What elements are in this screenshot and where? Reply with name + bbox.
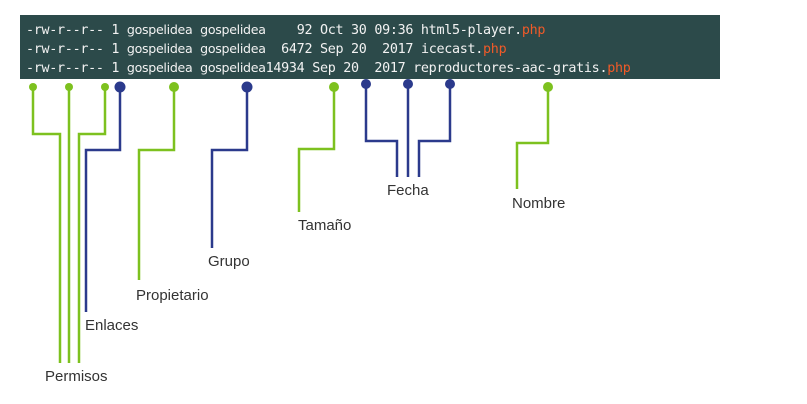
extension: php	[607, 61, 631, 76]
day: 20	[351, 42, 367, 57]
perms: -rw-r--r--	[26, 23, 104, 38]
time: 2017	[382, 42, 414, 57]
connector-grupo	[210, 87, 249, 248]
extension: php	[521, 23, 546, 38]
label-propietario: Propietario	[136, 287, 209, 304]
group: gospelidea	[200, 60, 266, 75]
dot-icon	[543, 82, 553, 92]
label-tamano: Tamaño	[298, 217, 352, 234]
label-enlaces: Enlaces	[85, 317, 139, 334]
dot-icon	[65, 83, 73, 91]
connector-fecha-1	[364, 84, 399, 177]
dot-icon	[241, 81, 253, 93]
label-grupo: Grupo	[208, 253, 250, 270]
dot-icon	[169, 82, 179, 92]
perms: -rw-r--r--	[26, 61, 104, 76]
connector-permisos-3	[77, 87, 107, 363]
links: 1	[111, 42, 120, 57]
file-row: -rw-r--r-- 1 gospelidea gospelidea 92 Oc…	[26, 22, 545, 38]
dot-icon	[445, 79, 455, 89]
owner: gospelidea	[126, 41, 193, 56]
label-fecha: Fecha	[387, 182, 429, 199]
links: 1	[111, 61, 120, 76]
month: Sep	[319, 42, 344, 57]
label-nombre: Nombre	[512, 195, 566, 212]
owner: gospelidea	[126, 22, 193, 37]
day: 30	[351, 23, 367, 38]
owner: gospelidea	[126, 60, 193, 75]
connector-tamano	[297, 87, 336, 212]
group: gospelidea	[200, 41, 266, 56]
dot-icon	[101, 83, 109, 91]
perms: -rw-r--r--	[26, 42, 104, 57]
label-permisos: Permisos	[45, 368, 108, 385]
filename: icecast.	[420, 42, 484, 57]
extension: php	[483, 42, 507, 57]
size: 6472	[281, 42, 313, 57]
dot-icon	[403, 79, 413, 89]
month: Sep	[312, 61, 336, 76]
file-row: -rw-r--r-- 1 gospelidea gospelidea 6472 …	[26, 41, 507, 57]
dot-icon	[361, 79, 371, 89]
filename: reproductores-aac-gratis.	[413, 61, 608, 76]
month: Oct	[319, 23, 344, 38]
size: 92	[296, 23, 313, 38]
file-row: -rw-r--r-- 1 gospelidea gospelidea14934 …	[26, 60, 631, 76]
size: 14934	[265, 61, 305, 76]
connector-nombre	[515, 87, 550, 189]
group: gospelidea	[200, 22, 266, 37]
dot-icon	[114, 81, 126, 93]
connector-fecha-3	[417, 84, 452, 177]
terminal-output: -rw-r--r-- 1 gospelidea gospelidea 92 Oc…	[20, 15, 720, 79]
dot-icon	[329, 82, 339, 92]
links: 1	[111, 23, 120, 38]
time: 2017	[374, 61, 406, 76]
connector-propietario	[137, 87, 176, 280]
connector-enlaces	[84, 87, 122, 312]
time: 09:36	[374, 23, 414, 38]
connector-permisos-1	[31, 87, 62, 363]
filename: html5-player.	[420, 23, 522, 38]
day: 20	[343, 61, 359, 76]
dot-icon	[29, 83, 37, 91]
